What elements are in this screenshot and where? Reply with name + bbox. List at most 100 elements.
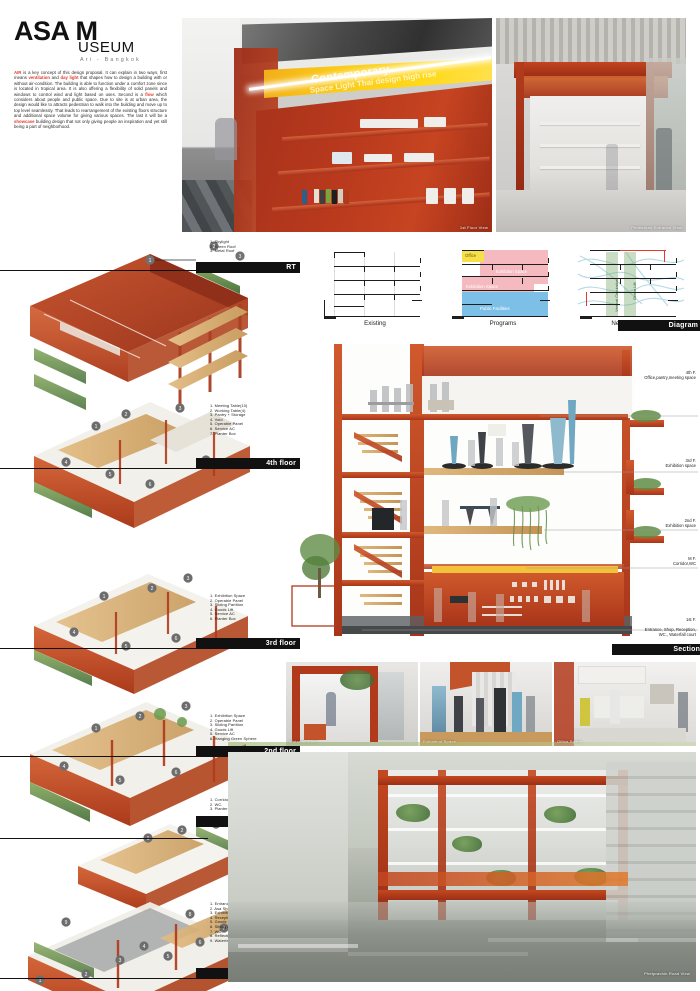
render-book: [326, 189, 331, 203]
svg-text:9: 9: [65, 920, 68, 926]
legend-roof: 1. Skylight 2. Green Roof 3. Metal Roof: [210, 239, 236, 254]
svg-text:6: 6: [175, 636, 178, 642]
svg-text:2: 2: [139, 714, 142, 720]
render-display-object: [364, 154, 392, 162]
section-level-mf-floor: M F.: [688, 556, 696, 561]
structure-label-vertical-circulation: Vertical Circulation: [614, 278, 619, 312]
svg-text:3: 3: [179, 406, 182, 412]
render-book: [314, 189, 319, 203]
section-level-3f-floor: 3rd F.: [685, 458, 696, 463]
section-level-3f: 3rd F. Exhibition space: [666, 458, 697, 468]
title-block: ASA M USEUM Ari - Bangkok AIR is a key c…: [14, 18, 174, 130]
svg-text:8: 8: [189, 912, 192, 918]
section-level-mf: M F. Corridor,WC: [673, 556, 696, 566]
section-level-1f-floor: 1st F.: [685, 617, 696, 622]
render-display-object: [424, 117, 446, 127]
render-display-object: [404, 153, 434, 162]
page-subtitle: Ari - Bangkok: [80, 57, 141, 63]
photo-caption-waterfall-court: Waterfall Court: [289, 739, 319, 744]
svg-text:1: 1: [95, 424, 98, 430]
section-drawing: 4th F. Office,pantry,meeting space 3rd F…: [282, 340, 700, 660]
render-book: [308, 190, 313, 204]
render-caption-first-floor: 1st Floor View: [459, 225, 488, 230]
program-tag-exhibition-upper: Exhibiton Space: [496, 269, 528, 274]
svg-text:3: 3: [119, 958, 122, 964]
header-region: ASA M USEUM Ari - Bangkok AIR is a key c…: [0, 0, 700, 232]
photo-office-space: Office Space: [554, 662, 696, 746]
svg-text:6: 6: [199, 940, 202, 946]
diagram-programs: Office Exhibiton Space Exhibition Space …: [448, 246, 558, 327]
section-level-2f-floor: 2nd F.: [684, 518, 696, 523]
svg-text:1: 1: [147, 836, 150, 842]
svg-text:5: 5: [167, 954, 170, 960]
section-level-2f-use: Exhibition space: [665, 523, 697, 528]
svg-text:4: 4: [143, 944, 146, 950]
svg-text:5: 5: [109, 472, 112, 478]
render-perforated-screen: [496, 18, 686, 64]
render-pedestrian: [606, 144, 618, 200]
accent-divider: [228, 742, 696, 746]
svg-text:6: 6: [149, 482, 152, 488]
render-book: [320, 190, 325, 204]
render-sidewalk: [496, 190, 686, 232]
render-signage-band: [378, 872, 628, 886]
render-caption-road-view: Phetprachin Road View: [644, 971, 690, 976]
render-book: [338, 189, 343, 203]
building-section: [291, 344, 698, 636]
section-level-4f-floor: 4th F.: [685, 370, 696, 375]
render-entry-soffit: [516, 76, 668, 98]
diagram-new-structure: Vertical Circulation Green Lift New Stru…: [576, 246, 686, 327]
render-caption-entrance: Pedestrian Entrance View: [631, 225, 682, 230]
render-display-object: [462, 188, 474, 204]
photo-waterfall-court: Waterfall Court: [286, 662, 418, 746]
render-book: [302, 190, 307, 204]
render-book: [344, 190, 349, 204]
render-display-object: [426, 188, 438, 204]
svg-text:6: 6: [175, 770, 178, 776]
svg-text:2: 2: [213, 244, 216, 250]
section-level-2f: 2nd F. Exhibition space: [666, 518, 697, 528]
section-level-4f: 4th F. Office,pantry,meeting space: [644, 370, 696, 380]
render-shelf: [540, 144, 640, 147]
program-tag-office: Office: [465, 253, 477, 258]
leader-line-mf: [0, 838, 208, 839]
diagram-design-section: Existing Office Exhibiton Space Exhibiti…: [320, 246, 700, 336]
svg-text:4: 4: [73, 630, 76, 636]
photo-caption-exhibition-space: Exhibition Space: [423, 739, 456, 744]
level-tag-rt: RT: [196, 262, 300, 273]
render-museum-facade: [378, 770, 628, 920]
svg-text:1: 1: [95, 726, 98, 732]
render-entry-interior: [530, 96, 652, 200]
render-pedestrian-entrance-view: Pedestrian Entrance View: [496, 18, 686, 232]
svg-text:1: 1: [103, 594, 106, 600]
render-book: [332, 190, 337, 204]
render-motion-blur: [228, 920, 696, 982]
concept-description: AIR is a key concept of this design prop…: [14, 70, 168, 130]
render-display-object: [332, 152, 352, 164]
section-design-label: Section design: [612, 644, 700, 655]
interior-photo-strip: Waterfall Court Exhibition Space Office …: [286, 662, 696, 746]
render-display-object: [444, 188, 456, 204]
legend-3rd-floor: 1. Exhibition Space 2. Operable Panel 3.…: [210, 593, 246, 621]
leader-line-1f: [0, 978, 208, 979]
diagram-caption-existing: Existing: [364, 320, 386, 327]
render-display-object: [360, 119, 418, 128]
svg-text:7: 7: [223, 926, 226, 932]
program-tag-exhibition-lower: Exhibition Space: [466, 284, 499, 289]
render-entry-fascia: [514, 62, 672, 78]
section-level-3f-use: Exhibition space: [665, 463, 697, 468]
level-tag-4th-floor: 4th floor: [196, 458, 300, 469]
svg-text:2: 2: [125, 412, 128, 418]
svg-text:2: 2: [85, 972, 88, 978]
photo-exhibition-space: Exhibition Space: [420, 662, 552, 746]
leader-line-4f: [0, 468, 208, 469]
level-tag-2nd-floor: 2nd floor: [196, 746, 300, 757]
diagram-design-label: Diagram design: [618, 320, 700, 331]
section-level-4f-use: Office,pantry,meeting space: [644, 375, 696, 380]
diagram-existing: Existing: [320, 246, 430, 327]
legend-2nd-floor: 1. Exhibition Space 2. Operable Panel 3.…: [210, 713, 257, 741]
section-level-mf-use: Corridor,WC: [672, 561, 696, 566]
photo-caption-office-space: Office Space: [557, 739, 582, 744]
airflow-curves: [577, 251, 685, 307]
